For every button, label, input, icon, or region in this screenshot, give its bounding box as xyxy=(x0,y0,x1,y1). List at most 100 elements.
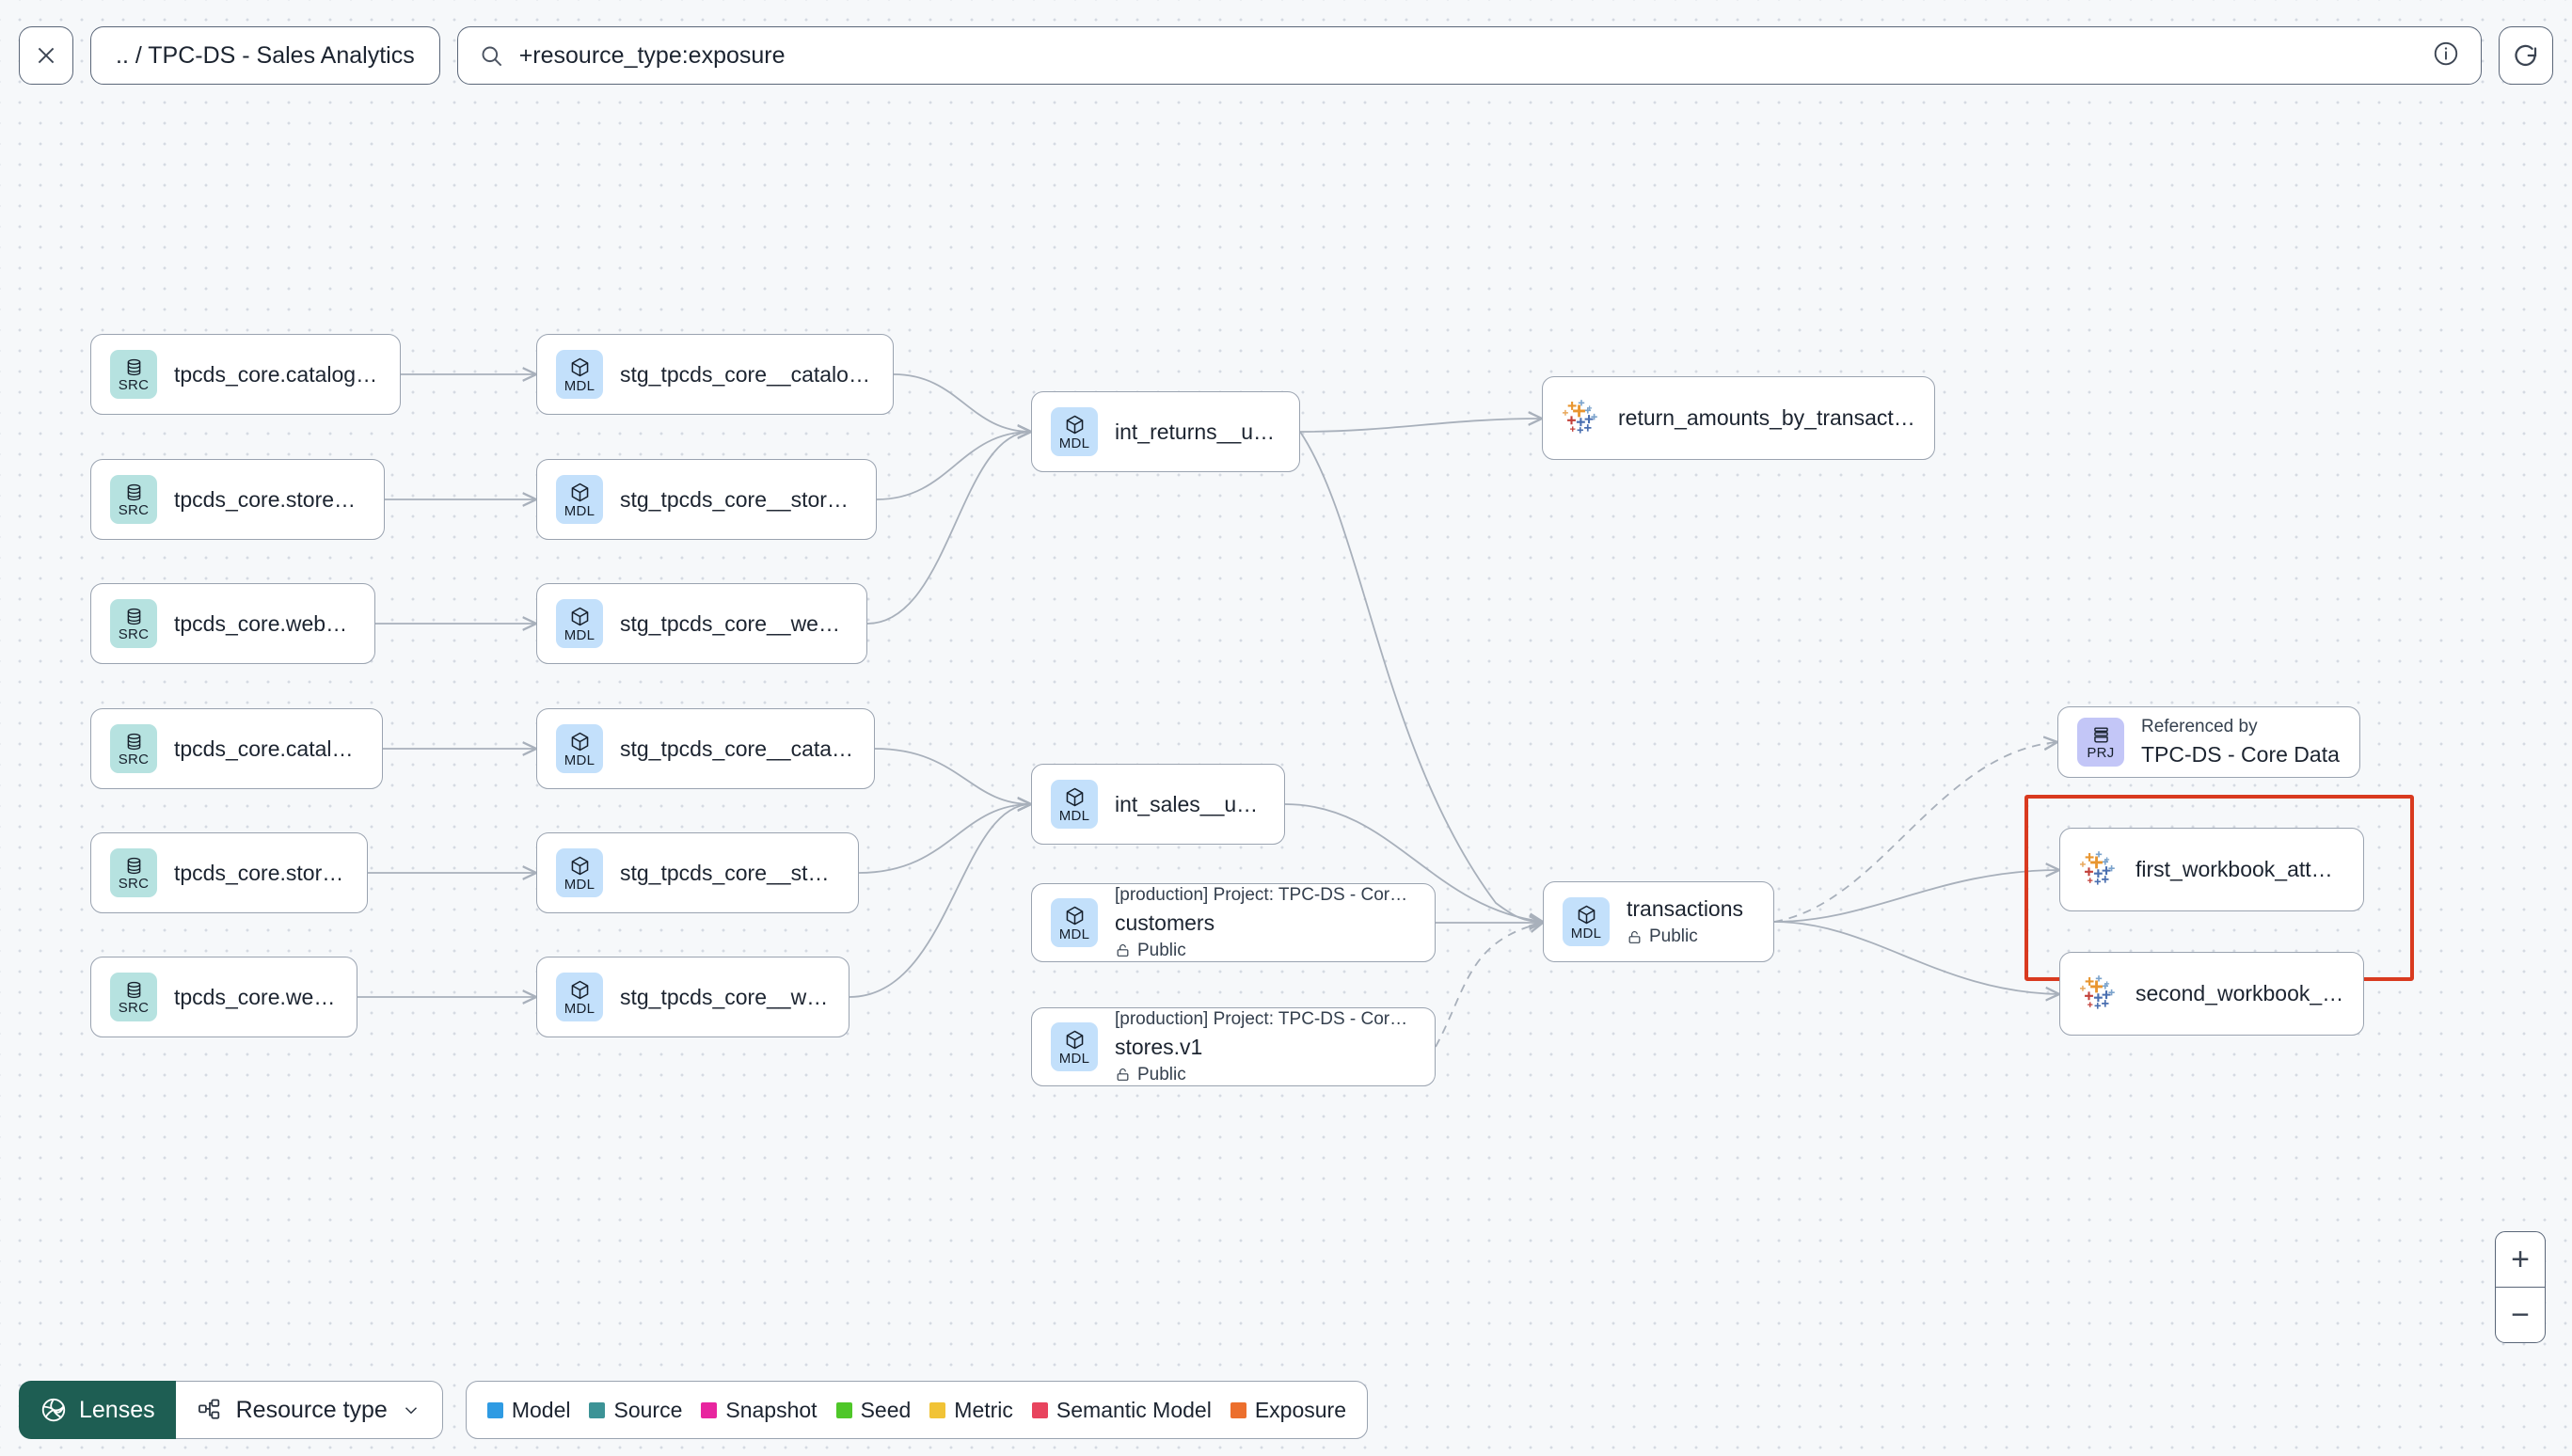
cube-icon xyxy=(571,357,588,376)
legend-item-metric[interactable]: Metric xyxy=(929,1398,1013,1423)
graph-node-exposure_return_amounts[interactable]: return_amounts_by_transaction_type xyxy=(1542,376,1935,460)
node-type-badge-prj: PRJ xyxy=(2077,718,2124,767)
node-type-badge-mdl: MDL xyxy=(556,973,603,1021)
lineage-edge xyxy=(1773,921,2059,994)
node-type-badge-src: SRC xyxy=(110,848,157,897)
node-title: stg_tpcds_core__store_returns xyxy=(620,486,857,512)
node-visibility: Public xyxy=(1627,926,1743,947)
node-title: stg_tpcds_core__store_sales xyxy=(620,860,839,885)
refresh-button[interactable] xyxy=(2499,26,2553,85)
legend-item-model[interactable]: Model xyxy=(486,1397,571,1423)
graph-node-stg_web_returns[interactable]: MDL stg_tpcds_core__web_returns xyxy=(536,583,867,664)
legend-swatch xyxy=(589,1401,606,1418)
close-button[interactable] xyxy=(19,26,73,85)
node-visibility: Public xyxy=(1115,1065,1416,1085)
lineage-edge xyxy=(893,373,1031,432)
node-type-badge-label: PRJ xyxy=(2087,744,2115,761)
graph-node-exposure_second_workbook[interactable]: second_workbook_connected_to_live… xyxy=(2059,952,2364,1036)
legend-item-seed[interactable]: Seed xyxy=(835,1398,911,1423)
node-title: stores.v1 xyxy=(1115,1034,1203,1059)
resource-type-dropdown[interactable]: Resource type xyxy=(175,1381,443,1439)
lineage-edge xyxy=(1299,431,1543,922)
cube-icon xyxy=(1578,905,1595,924)
node-type-badge-label: MDL xyxy=(1058,926,1090,942)
node-type-badge-label: SRC xyxy=(118,376,150,393)
node-visibility-label: Public xyxy=(1137,940,1186,960)
node-type-badge-mdl: MDL xyxy=(556,350,603,399)
zoom-divider xyxy=(2496,1287,2545,1288)
node-visibility-label: Public xyxy=(1137,1064,1186,1084)
cube-icon xyxy=(571,607,588,625)
unlock-icon xyxy=(1117,1068,1129,1081)
node-type-badge-label: MDL xyxy=(564,626,595,643)
node-type-badge-label: MDL xyxy=(564,377,595,394)
node-type-badge-label: SRC xyxy=(118,875,150,892)
breadcrumb[interactable]: .. / TPC-DS - Sales Analytics xyxy=(90,26,440,85)
unlock-icon xyxy=(1117,943,1129,957)
graph-node-mdl_stores_v1[interactable]: MDL [production] Project: TPC-DS - Core D… xyxy=(1031,1007,1436,1086)
legend-label: Model xyxy=(511,1397,571,1422)
legend-item-semantic-model[interactable]: Semantic Model xyxy=(1031,1398,1212,1423)
node-type-badge-label: SRC xyxy=(118,751,150,768)
cube-icon xyxy=(571,732,588,751)
lenses-button[interactable]: Lenses xyxy=(19,1381,176,1439)
lineage-edge xyxy=(874,748,1031,804)
node-title: second_workbook_connected_to_live… xyxy=(2135,981,2344,1005)
node-title: tpcds_core.web_returns xyxy=(174,610,356,636)
legend-item-snapshot[interactable]: Snapshot xyxy=(701,1397,818,1423)
search-bar[interactable]: +resource_type:exposure xyxy=(456,26,2482,85)
lineage-edge xyxy=(876,432,1031,500)
zoom-out-button[interactable]: − xyxy=(2511,1297,2530,1333)
legend-label: Snapshot xyxy=(725,1397,818,1422)
node-type-badge-mdl: MDL xyxy=(1051,1022,1098,1071)
node-visibility: Public xyxy=(1115,941,1416,961)
graph-node-mdl_customers[interactable]: MDL[production] Project: TPC-DS - Core D… xyxy=(1031,883,1436,962)
search-input[interactable]: +resource_type:exposure xyxy=(518,41,786,69)
node-visibility-label: Public xyxy=(1649,926,1698,946)
node-title: stg_tpcds_core__web_returns xyxy=(620,610,848,636)
node-title: tpcds_core.web_sales xyxy=(174,984,338,1009)
node-type-badge-label: SRC xyxy=(118,625,150,642)
node-title: customers xyxy=(1115,910,1215,935)
node-type-badge-src: SRC xyxy=(110,350,157,399)
lineage-edge-dashed xyxy=(1773,742,2057,923)
graph-node-src_catalog_sales[interactable]: SRC tpcds_core.catalog_sales xyxy=(90,708,383,789)
node-title: tpcds_core.catalog_sales xyxy=(174,736,363,761)
node-text-block: [production] Project: TPC-DS - Core Data… xyxy=(1115,1009,1416,1085)
legend-item-exposure[interactable]: Exposure xyxy=(1230,1398,1346,1423)
node-type-badge-label: MDL xyxy=(1058,1050,1090,1067)
info-icon[interactable] xyxy=(2432,40,2460,72)
zoom-in-button[interactable]: + xyxy=(2511,1242,2530,1277)
graph-node-exposure_first_workbook[interactable]: first_workbook_attached_to_tpc-ds_-_… xyxy=(2059,828,2364,911)
legend-swatch xyxy=(835,1401,852,1418)
search-icon xyxy=(482,46,502,66)
node-type-badge-src: SRC xyxy=(110,724,157,773)
node-type-badge-src: SRC xyxy=(110,475,157,524)
database-icon xyxy=(127,733,140,750)
node-title: transactions xyxy=(1627,896,1744,921)
node-subtitle: [production] Project: TPC-DS - Core Data… xyxy=(1115,1008,1416,1029)
node-type-badge-label: MDL xyxy=(564,1000,595,1017)
lenses-label: Lenses xyxy=(79,1396,155,1423)
cube-icon xyxy=(1066,415,1083,434)
graph-node-src_web_returns[interactable]: SRC tpcds_core.web_returns xyxy=(90,583,375,664)
lineage-edge xyxy=(866,432,1031,625)
legend-item-source[interactable]: Source xyxy=(589,1398,682,1423)
legend-swatch xyxy=(1031,1401,1048,1418)
lineage-edge xyxy=(849,804,1031,998)
